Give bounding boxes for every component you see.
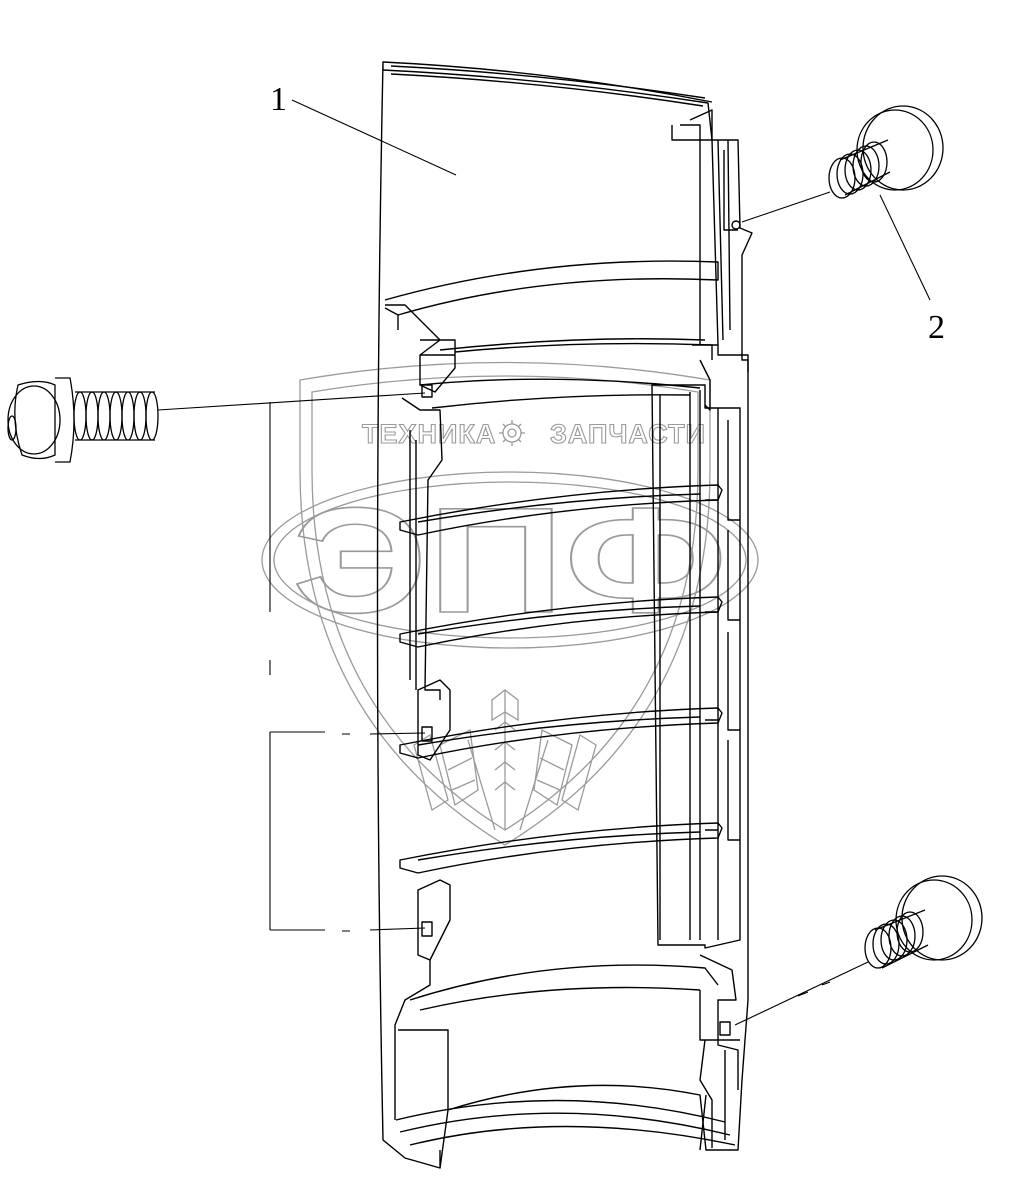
leader-2: [879, 194, 931, 301]
panel-outline: [376, 61, 753, 1169]
watermark-gear-icon: [499, 420, 525, 446]
callout-2: 2: [928, 309, 945, 346]
callout-1: 1: [270, 81, 287, 118]
watermark-oval: [261, 471, 759, 649]
bottom-lip: [395, 1099, 736, 1146]
leader-1: [291, 99, 457, 176]
screw-bottom-right: [864, 875, 983, 969]
right-channel: [651, 384, 741, 949]
bolt-left: [7, 377, 159, 463]
middle-bracket: [417, 679, 451, 761]
watermark-brand-left: ТЕХНИКА: [362, 419, 496, 449]
watermark-brand-right: ЗАПЧАСТИ: [550, 419, 706, 449]
watermark-wheat-icon: [413, 689, 597, 831]
watermark-logo-letters: ЭПФ: [292, 476, 727, 644]
upper-bracket: [385, 304, 456, 393]
lower-bracket: [417, 879, 451, 961]
louvre-slats: [399, 484, 723, 874]
watermark-shield: [299, 361, 711, 846]
screw-top-right: [828, 105, 944, 199]
leader-lines: [157, 99, 931, 1026]
lower-right-block: [699, 954, 740, 1090]
screw-hole-top: [731, 220, 741, 230]
top-curve-1: [384, 260, 719, 316]
panel-part-1: [376, 61, 753, 1169]
watermark-logo: [261, 361, 759, 846]
